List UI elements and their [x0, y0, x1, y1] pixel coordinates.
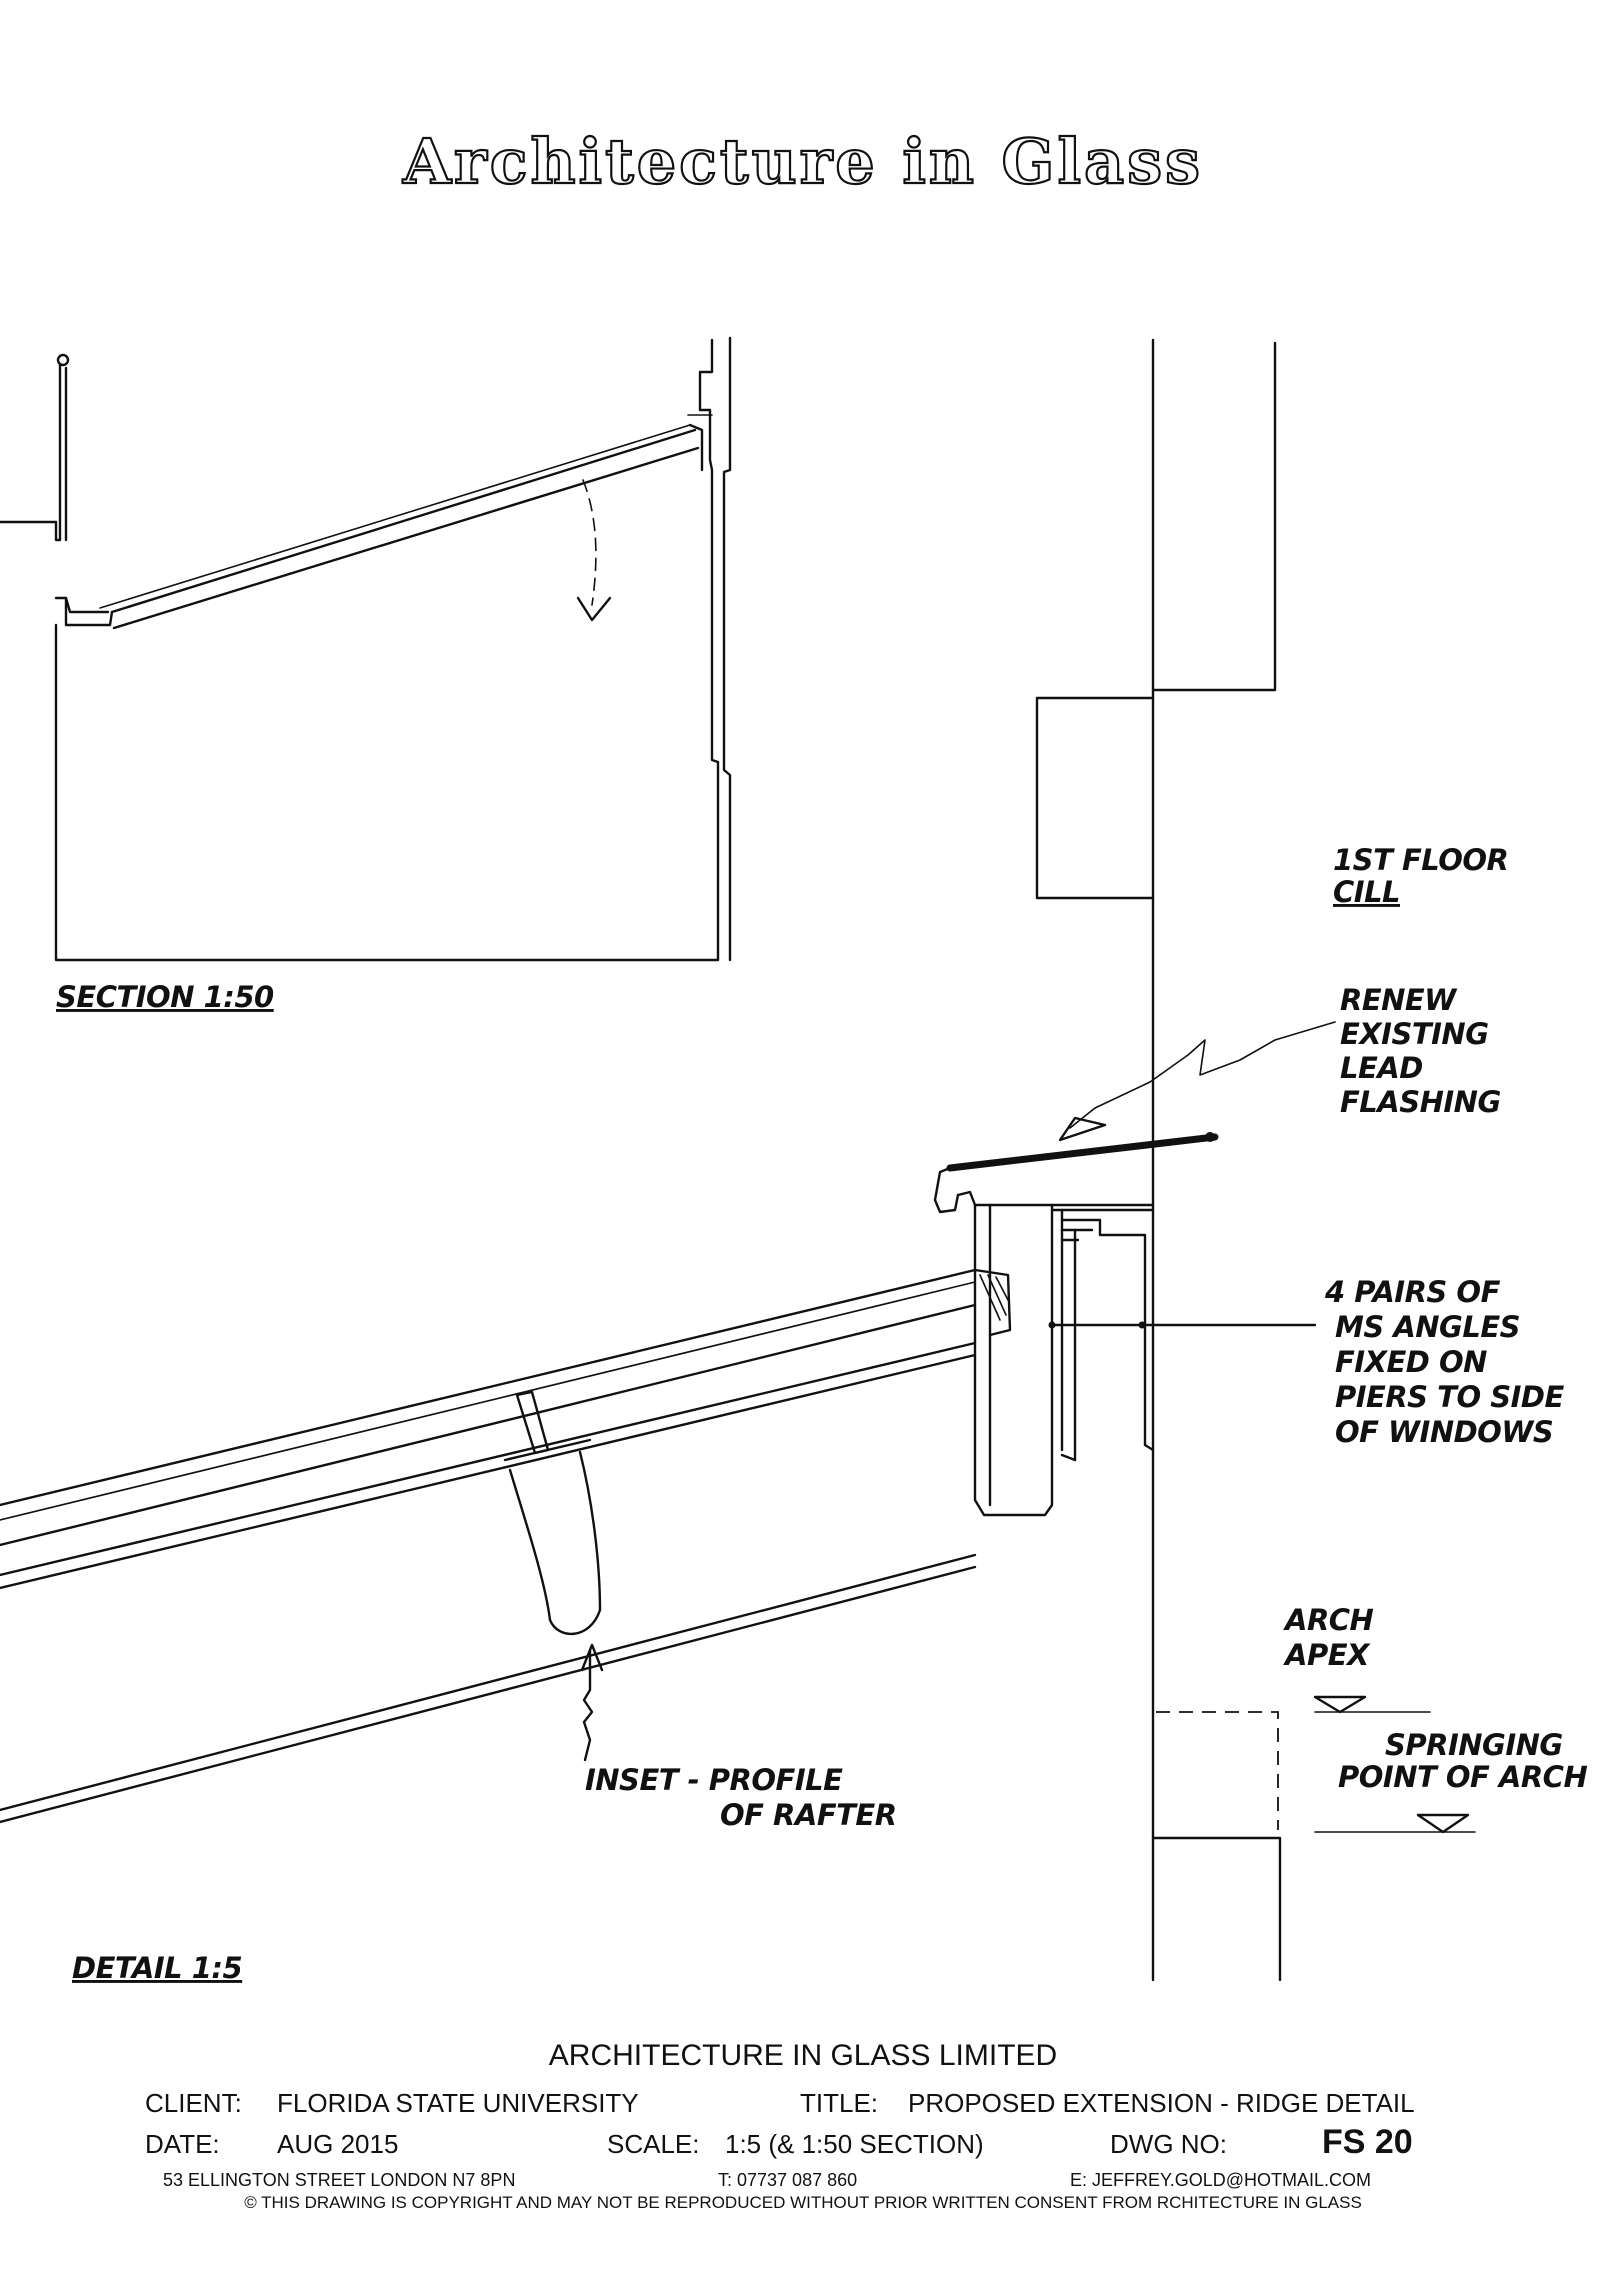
- title-label: TITLE:: [800, 2088, 878, 2118]
- leaders: [1058, 1021, 1476, 1834]
- date-label: DATE:: [145, 2129, 220, 2159]
- section-drawing: [0, 336, 732, 962]
- section-label: SECTION 1:50: [56, 980, 274, 1014]
- annotation-text: EXISTING: [1340, 1017, 1489, 1051]
- client-value: FLORIDA STATE UNIVERSITY: [277, 2088, 639, 2118]
- annotation-text: APEX: [1283, 1638, 1371, 1672]
- annotation-text: PIERS TO SIDE: [1335, 1380, 1564, 1414]
- annotation-text: POINT OF ARCH: [1338, 1760, 1587, 1794]
- annotation-lead-flashing: RENEW EXISTING LEAD FLASHING: [1340, 983, 1501, 1119]
- annotation-text: RENEW: [1340, 983, 1458, 1017]
- detail-flashing: [933, 1132, 1317, 1517]
- annotation-text: OF RAFTER: [720, 1798, 897, 1832]
- annotation-text: 1ST FLOOR: [1333, 843, 1508, 877]
- date-value: AUG 2015: [277, 2129, 398, 2159]
- annotation-text: SPRINGING: [1385, 1728, 1563, 1762]
- annotation-text: ARCH: [1283, 1603, 1374, 1637]
- company-name: ARCHITECTURE IN GLASS LIMITED: [549, 2039, 1057, 2072]
- annotation-arch-apex: ARCH APEX: [1283, 1603, 1374, 1672]
- annotation-text: 4 PAIRS OF: [1324, 1275, 1501, 1309]
- title-value: PROPOSED EXTENSION - RIDGE DETAIL: [908, 2088, 1415, 2118]
- annotation-first-floor-cill: 1ST FLOOR CILL: [1333, 843, 1509, 909]
- detail-rafter: [0, 1268, 1012, 1824]
- annotation-text: FLASHING: [1340, 1085, 1501, 1119]
- annotation-text: FIXED ON: [1335, 1345, 1487, 1379]
- phone: T: 07737 087 860: [718, 2170, 857, 2190]
- detail-label: DETAIL 1:5: [72, 1951, 242, 1985]
- annotation-ms-angles: 4 PAIRS OF MS ANGLES FIXED ON PIERS TO S…: [1324, 1275, 1565, 1449]
- dwg-label: DWG NO:: [1110, 2129, 1227, 2159]
- title-block: ARCHITECTURE IN GLASS LIMITED CLIENT: FL…: [145, 2039, 1415, 2212]
- annotation-text: LEAD: [1340, 1051, 1423, 1085]
- annotation-text: CILL: [1333, 875, 1400, 909]
- scale-value: 1:5 (& 1:50 SECTION): [725, 2129, 984, 2159]
- scale-label: SCALE:: [607, 2129, 700, 2159]
- annotation-springing-point: SPRINGING POINT OF ARCH: [1338, 1728, 1588, 1794]
- annotation-text: OF WINDOWS: [1335, 1415, 1553, 1449]
- dwg-number: FS 20: [1322, 2123, 1413, 2161]
- sheet-title: Architecture in Glass: [402, 125, 1203, 198]
- copyright-notice: © THIS DRAWING IS COPYRIGHT AND MAY NOT …: [244, 2193, 1362, 2212]
- email: E: JEFFREY.GOLD@HOTMAIL.COM: [1070, 2170, 1371, 2190]
- annotation-text: INSET - PROFILE: [585, 1763, 843, 1797]
- address: 53 ELLINGTON STREET LONDON N7 8PN: [163, 2170, 515, 2190]
- client-label: CLIENT:: [145, 2088, 242, 2118]
- annotation-rafter-inset: INSET - PROFILE OF RAFTER: [585, 1763, 897, 1832]
- annotation-text: MS ANGLES: [1335, 1310, 1520, 1344]
- building-wall: [1035, 338, 1282, 1982]
